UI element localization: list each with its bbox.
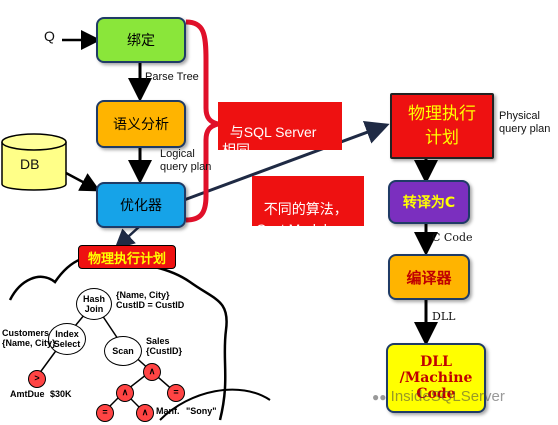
and-node-left: [116, 384, 134, 402]
join-condition-label: {Name, City} CustID = CustID: [116, 290, 185, 310]
and-left-label: ∧: [121, 387, 129, 397]
bind-box: 绑定: [96, 17, 186, 63]
translate-to-c-label: 转译为C: [402, 195, 456, 211]
index-select-label: Index Select: [53, 329, 81, 349]
eq-left-label: =: [102, 407, 108, 417]
dll-label: DLL: [432, 310, 456, 323]
translate-to-c-box: 转译为C: [388, 180, 470, 224]
sony-label: "Sony": [186, 406, 217, 416]
physical-plan-box-label: 物理执行 计划: [408, 104, 476, 148]
compiler-label: 编译器: [406, 268, 452, 287]
index-select-node: [48, 323, 86, 355]
tree-title-tag: 物理执行计划: [78, 245, 176, 269]
hash-join-label: Hash Join: [82, 294, 105, 314]
optimizer-label: 优化器: [120, 198, 162, 214]
watermark-text: InsideSQLServer: [390, 388, 505, 405]
compiler-box: 编译器: [388, 254, 470, 300]
c-code-label: C Code: [432, 231, 473, 244]
manf-label: Manf.: [156, 406, 180, 416]
eq-right-label: =: [173, 387, 179, 397]
and-node-top: [143, 363, 161, 381]
dll-machine-code-box: DLL /Machine Code: [386, 343, 486, 413]
scan-label: Scan: [112, 346, 134, 356]
and-node-bottom: [136, 404, 154, 422]
semantic-analysis-label: 语义分析: [113, 117, 169, 133]
hash-join-node: [76, 288, 112, 320]
parse-tree-label: Parse Tree: [145, 71, 199, 83]
and-bottom-label: ∧: [141, 407, 149, 417]
same-as-sql-text: 与SQL Server 相同: [222, 124, 317, 158]
watermark: ●● InsideSQLServer: [372, 388, 505, 405]
different-algo-callout: 不同的算法， Cost Model: [252, 176, 364, 237]
sales-label: Sales {CustID}: [146, 336, 183, 356]
gt-node: [28, 370, 46, 388]
customers-label: Customers {Name, City}: [2, 328, 56, 348]
wechat-icon: ●●: [372, 390, 387, 404]
query-input-label: Q: [44, 28, 55, 44]
physical-plan-box: 物理执行 计划: [390, 93, 494, 159]
same-as-sql-callout: 与SQL Server 相同: [218, 102, 342, 158]
tree-title-label: 物理执行计划: [87, 251, 166, 267]
and-top-label: ∧: [148, 366, 156, 376]
gt-label: >: [34, 373, 40, 383]
physical-plan-label: Physical query plan: [499, 110, 551, 135]
amt-due-label: AmtDue: [10, 389, 45, 399]
database-cylinder: DB: [0, 132, 68, 196]
db-label: DB: [20, 156, 40, 172]
amt-value-label: $30K: [50, 389, 72, 399]
scan-node: [104, 336, 142, 366]
eq-node-right: [167, 384, 185, 402]
optimizer-box: 优化器: [96, 182, 186, 228]
logical-plan-label: Logical query plan: [160, 148, 212, 173]
eq-node-left: [96, 404, 114, 422]
different-algo-text: 不同的算法， Cost Model: [256, 201, 348, 237]
bind-label: 绑定: [127, 33, 155, 49]
dll-machine-code-label: DLL /Machine Code: [399, 354, 473, 402]
semantic-analysis-box: 语义分析: [96, 100, 186, 148]
